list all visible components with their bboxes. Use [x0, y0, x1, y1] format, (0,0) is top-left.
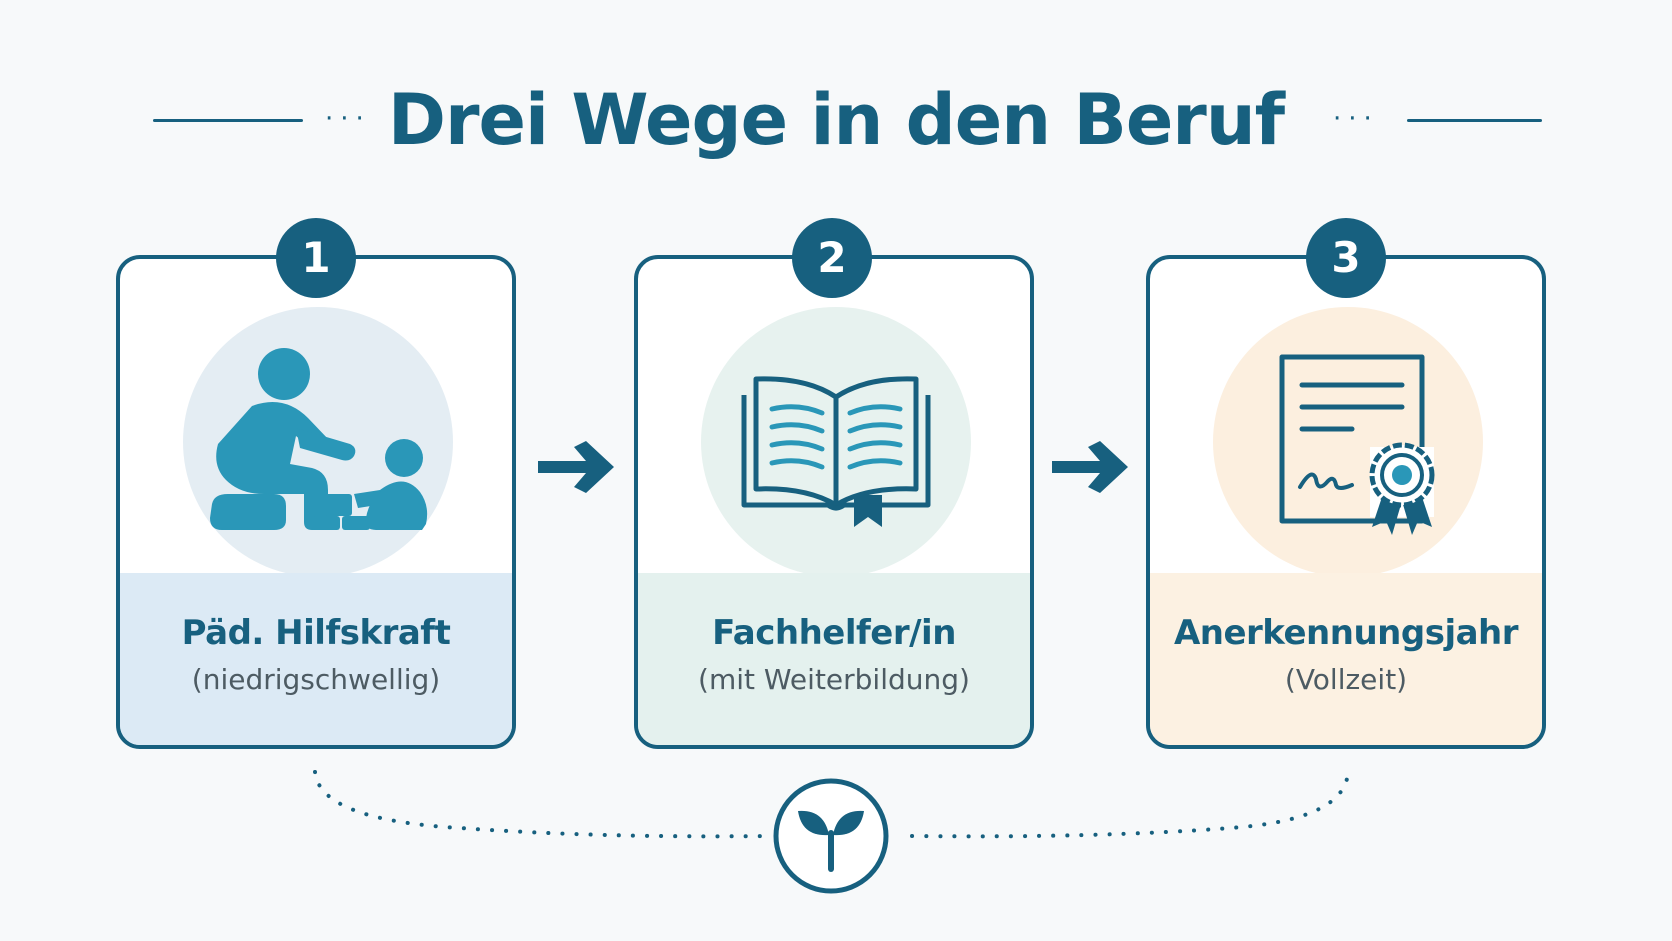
- sprout-icon: [773, 778, 889, 894]
- card-bottom-1: Päd. Hilfskraft (niedrigschwellig): [120, 573, 512, 745]
- step-card-1: Päd. Hilfskraft (niedrigschwellig): [116, 255, 516, 749]
- title-line-left: [153, 119, 303, 122]
- title-line-right: [1407, 119, 1542, 122]
- step-badge-2: 2: [792, 218, 872, 298]
- caregiver-child-blocks-icon: [210, 348, 428, 530]
- step-card-2: Fachhelfer/in (mit Weiterbildung): [634, 255, 1034, 749]
- step-title-2: Fachhelfer/in: [712, 613, 956, 653]
- step-subtitle-2: (mit Weiterbildung): [698, 663, 970, 696]
- arrow-right-icon-2: [1052, 441, 1128, 493]
- step-subtitle-3: (Vollzeit): [1284, 663, 1408, 696]
- icon-circle-3: [1213, 307, 1483, 577]
- step-badge-3: 3: [1306, 218, 1386, 298]
- title-row: ··· Drei Wege in den Beruf ···: [0, 70, 1672, 170]
- arrow-right-icon-1: [538, 441, 614, 493]
- title-dots-left: ···: [325, 104, 371, 134]
- title-dots-right: ···: [1333, 104, 1379, 134]
- step-subtitle-1: (niedrigschwellig): [191, 663, 441, 696]
- step-title-1: Päd. Hilfskraft: [181, 613, 451, 653]
- open-book-icon: [741, 376, 931, 527]
- certificate-icon: [1279, 354, 1435, 535]
- card-bottom-3: Anerkennungsjahr (Vollzeit): [1150, 573, 1542, 745]
- step-title-3: Anerkennungsjahr: [1173, 613, 1519, 653]
- step-card-3: Anerkennungsjahr (Vollzeit): [1146, 255, 1546, 749]
- dotted-connector: [313, 770, 1350, 839]
- card-bottom-2: Fachhelfer/in (mit Weiterbildung): [638, 573, 1030, 745]
- page-title: Drei Wege in den Beruf: [387, 79, 1285, 161]
- step-badge-1: 1: [276, 218, 356, 298]
